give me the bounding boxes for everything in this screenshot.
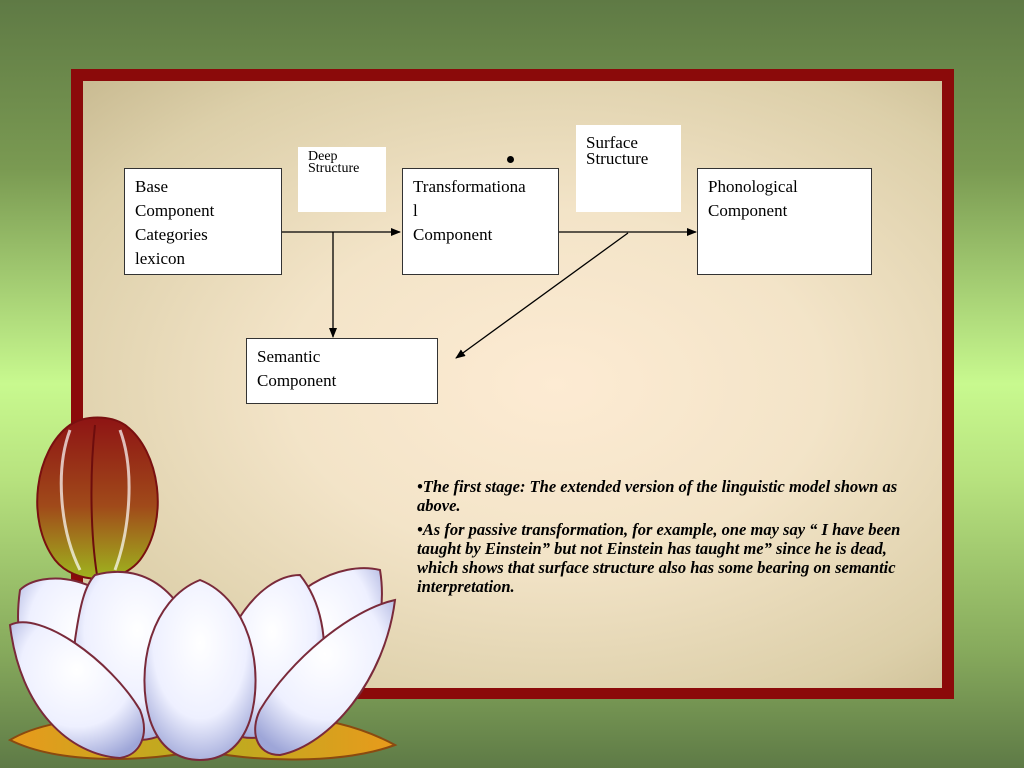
base-line-2: Component xyxy=(135,201,215,220)
base-line-3: Categories xyxy=(135,225,208,244)
transform-line-3: Component xyxy=(413,225,493,244)
transformational-component-box: Transformationa l Component xyxy=(402,168,559,275)
note-first-stage: •The first stage: The extended version o… xyxy=(417,477,898,515)
phonological-component-box: Phonological Component xyxy=(697,168,872,275)
surface-line-1: Surface xyxy=(586,133,638,152)
transform-line-1: Transformationa xyxy=(413,177,526,196)
lotus-flower-icon xyxy=(7,416,398,762)
transform-line-2: l xyxy=(413,201,418,220)
semantic-component-box: Semantic Component xyxy=(246,338,438,404)
arrow-surface-to-semantic xyxy=(455,232,629,359)
surface-structure-label: Surface Structure xyxy=(576,125,681,212)
deep-line-2: Structure xyxy=(308,161,360,176)
notes-text: •The first stage: The extended version o… xyxy=(417,477,929,601)
semantic-line-2: Component xyxy=(257,371,337,390)
surface-line-2: Structure xyxy=(586,149,649,168)
deep-line-1: Deep xyxy=(308,149,338,164)
phono-line-1: Phonological xyxy=(708,177,798,196)
deep-structure-label: Deep Structure xyxy=(298,147,386,212)
semantic-line-1: Semantic xyxy=(257,347,321,366)
base-line-4: lexicon xyxy=(135,249,186,268)
base-line-1: Base xyxy=(135,177,169,196)
phono-line-2: Component xyxy=(708,201,788,220)
note-passive-transformation: •As for passive transformation, for exam… xyxy=(417,520,901,596)
base-component-box: Base Component Categories lexicon xyxy=(124,168,282,275)
bullet-dot xyxy=(507,156,514,163)
